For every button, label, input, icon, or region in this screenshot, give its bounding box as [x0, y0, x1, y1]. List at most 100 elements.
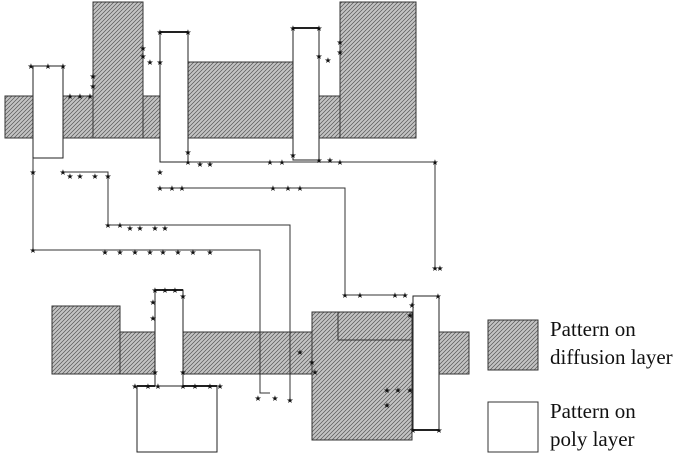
via-star-marker: ★ — [101, 248, 108, 257]
via-star-marker: ★ — [254, 394, 261, 403]
via-star-marker: ★ — [184, 28, 191, 37]
via-star-marker: ★ — [383, 386, 390, 395]
via-star-marker: ★ — [401, 291, 408, 300]
via-star-marker: ★ — [161, 224, 168, 233]
via-star-marker: ★ — [315, 24, 322, 33]
legend-diffusion-line1: Pattern on — [550, 317, 636, 341]
via-star-marker: ★ — [391, 291, 398, 300]
wire-c — [160, 187, 405, 296]
via-star-marker: ★ — [206, 160, 213, 169]
via-star-marker: ★ — [178, 184, 185, 193]
via-star-marker: ★ — [206, 248, 213, 257]
via-star-marker: ★ — [286, 396, 293, 405]
via-star-marker: ★ — [315, 52, 322, 61]
legend-poly-line2: poly layer — [550, 427, 635, 451]
wire-b — [63, 171, 291, 400]
via-star-marker: ★ — [436, 264, 443, 273]
via-star-marker: ★ — [406, 386, 413, 395]
diffusion-top-mid-block — [187, 61, 299, 139]
via-star-marker: ★ — [156, 58, 163, 67]
via-star-marker: ★ — [146, 58, 153, 67]
legend-diffusion-swatch — [487, 319, 539, 371]
via-star-marker: ★ — [206, 382, 213, 391]
via-star-marker: ★ — [151, 368, 158, 377]
via-star-marker: ★ — [278, 158, 285, 167]
via-star-marker: ★ — [356, 291, 363, 300]
via-star-marker: ★ — [139, 44, 146, 53]
poly-gate-3 — [292, 27, 320, 161]
via-star-marker: ★ — [266, 158, 273, 167]
via-star-marker: ★ — [431, 264, 438, 273]
via-star-marker: ★ — [435, 426, 442, 435]
wire-d — [188, 161, 436, 268]
via-star-marker: ★ — [89, 72, 96, 81]
via-star-marker: ★ — [76, 172, 83, 181]
via-star-marker: ★ — [149, 314, 156, 323]
via-star-marker: ★ — [168, 184, 175, 193]
via-star-marker: ★ — [434, 292, 441, 301]
via-star-marker: ★ — [216, 382, 223, 391]
via-star-marker: ★ — [284, 184, 291, 193]
via-star-marker: ★ — [336, 158, 343, 167]
via-star-marker: ★ — [159, 248, 166, 257]
via-star-marker: ★ — [174, 248, 181, 257]
diffusion-top-left-block — [92, 1, 144, 139]
legend-diffusion-line2: diffusion layer — [550, 345, 673, 369]
diffusion-top-right-block — [339, 1, 417, 139]
via-star-marker: ★ — [91, 172, 98, 181]
via-star-marker: ★ — [336, 38, 343, 47]
via-star-marker: ★ — [271, 394, 278, 403]
via-star-marker: ★ — [315, 156, 322, 165]
via-star-marker: ★ — [59, 62, 66, 71]
via-star-marker: ★ — [44, 62, 51, 71]
poly-gate-2 — [159, 31, 189, 163]
via-star-marker: ★ — [136, 224, 143, 233]
via-star-marker: ★ — [161, 286, 168, 295]
via-star-marker: ★ — [59, 168, 66, 177]
poly-gate-5 — [412, 295, 440, 431]
routing-wires — [32, 158, 436, 400]
poly-pad — [136, 385, 218, 453]
poly-gate-1 — [32, 65, 64, 159]
via-star-marker: ★ — [179, 368, 186, 377]
legend: Pattern on diffusion layer Pattern on po… — [487, 317, 673, 453]
via-star-marker: ★ — [289, 151, 296, 160]
diffusion-bottom-left-block — [51, 305, 121, 375]
via-star-marker: ★ — [179, 382, 186, 391]
via-star-marker: ★ — [406, 311, 413, 320]
via-star-marker: ★ — [383, 401, 390, 410]
via-star-marker: ★ — [156, 184, 163, 193]
via-star-marker: ★ — [326, 156, 333, 165]
via-star-marker: ★ — [184, 148, 191, 157]
via-star-marker: ★ — [66, 172, 73, 181]
via-star-marker: ★ — [126, 224, 133, 233]
via-star-marker: ★ — [131, 382, 138, 391]
via-star-marker: ★ — [104, 221, 111, 230]
via-star-marker: ★ — [116, 248, 123, 257]
via-star-marker: ★ — [289, 24, 296, 33]
via-star-marker: ★ — [89, 82, 96, 91]
via-star-marker: ★ — [189, 248, 196, 257]
wire-a — [32, 158, 215, 251]
via-star-marker: ★ — [144, 382, 151, 391]
poly-layer — [32, 27, 440, 453]
wire-stubs — [137, 27, 439, 431]
via-star-marker: ★ — [311, 368, 318, 377]
via-star-marker: ★ — [116, 221, 123, 230]
via-star-marker: ★ — [296, 184, 303, 193]
wire-e — [215, 249, 270, 394]
legend-poly-swatch — [487, 401, 539, 453]
legend-poly-line1: Pattern on — [550, 399, 636, 423]
via-star-marker: ★ — [431, 158, 438, 167]
via-star-marker: ★ — [66, 92, 73, 101]
via-star-marker: ★ — [151, 224, 158, 233]
via-markers: ★★★★★★★★★★★★★★★★★★★★★★★★★★★★★★★★★★★★★★★★… — [27, 24, 443, 435]
via-star-marker: ★ — [146, 248, 153, 257]
via-star-marker: ★ — [394, 386, 401, 395]
via-star-marker: ★ — [139, 52, 146, 61]
via-star-marker: ★ — [104, 172, 111, 181]
via-star-marker: ★ — [196, 160, 203, 169]
via-star-marker: ★ — [149, 298, 156, 307]
diffusion-layer — [4, 1, 470, 441]
